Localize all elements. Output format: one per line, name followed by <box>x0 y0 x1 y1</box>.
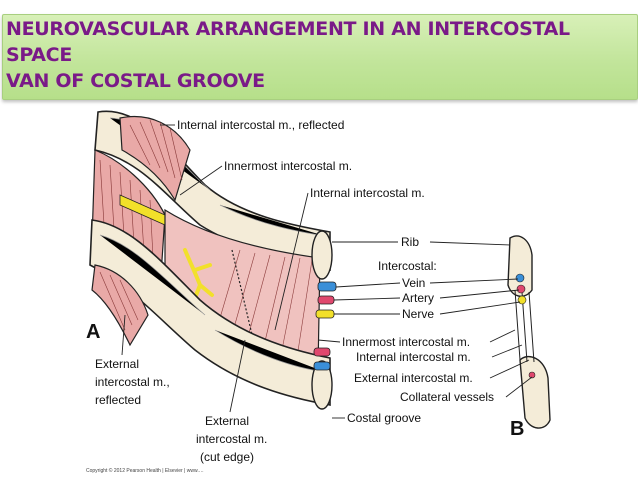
lower-rib-shading <box>99 234 326 373</box>
label-innermost-b: Innermost intercostal m. <box>342 335 470 349</box>
label-external-reflected-1: External <box>95 357 139 371</box>
label-internal-b: Internal intercostal m. <box>356 350 471 364</box>
panel-b-lower-rib <box>519 355 551 429</box>
external-cut-edge <box>231 249 259 361</box>
external-intercostal-reflected-flap <box>91 264 149 347</box>
lower-rib-section <box>311 360 333 410</box>
label-vein: Vein <box>402 276 425 290</box>
collateral-artery-end <box>313 361 331 371</box>
label-external-cut-1: External <box>205 414 249 428</box>
leader-lines <box>121 124 533 419</box>
label-internal: Internal intercostal m. <box>310 186 425 200</box>
flap-striations <box>129 119 183 181</box>
panel-b-vein <box>515 273 525 283</box>
label-intercostal: Intercostal: <box>378 259 437 273</box>
vein-end <box>317 281 337 292</box>
label-nerve: Nerve <box>402 307 434 321</box>
title-line-2: SPACE <box>6 44 72 66</box>
label-artery: Artery <box>402 291 434 305</box>
upper-rib-section <box>311 230 333 280</box>
collateral-vein-end <box>313 347 331 357</box>
title-line-3: VAN OF COSTAL GROOVE <box>6 70 265 92</box>
slide-title: NEUROVASCULAR ARRANGEMENT IN AN INTERCOS… <box>6 16 570 94</box>
label-external-cut-3: (cut edge) <box>200 450 254 464</box>
panel-b-artery <box>516 284 526 294</box>
panel-b-nerve <box>517 295 527 305</box>
figure-labels: Internal intercostal m., reflected Inner… <box>86 118 524 474</box>
artery-end <box>317 295 335 305</box>
label-costal-groove: Costal groove <box>347 411 421 425</box>
lower-flap-striations <box>99 271 139 331</box>
title-band <box>2 14 638 100</box>
label-internal-reflected: Internal intercostal m., reflected <box>177 118 344 132</box>
label-collateral: Collateral vessels <box>400 390 494 404</box>
panel-b-collateral <box>528 371 536 379</box>
label-panel-a: A <box>86 321 100 343</box>
label-innermost: Innermost intercostal m. <box>224 159 352 173</box>
title-line-1: NEUROVASCULAR ARRANGEMENT IN AN INTERCOS… <box>6 18 570 40</box>
label-external-b: External intercostal m. <box>354 371 473 385</box>
panel-b-illustration <box>507 235 551 429</box>
label-panel-b: B <box>510 418 524 440</box>
label-external-reflected-2: intercostal m., <box>95 375 170 389</box>
copyright-text: Copyright © 2012 Pearson Health | Elsevi… <box>86 467 204 474</box>
panel-b-upper-rib <box>507 235 533 297</box>
label-external-cut-2: intercostal m. <box>196 432 267 446</box>
nerve-end <box>315 309 335 319</box>
label-rib: Rib <box>401 235 419 249</box>
central-nerve-branch <box>183 248 214 300</box>
label-external-reflected-3: reflected <box>95 393 141 407</box>
panel-a-illustration <box>89 110 337 410</box>
internal-intercostal-reflected-flap <box>119 116 191 202</box>
